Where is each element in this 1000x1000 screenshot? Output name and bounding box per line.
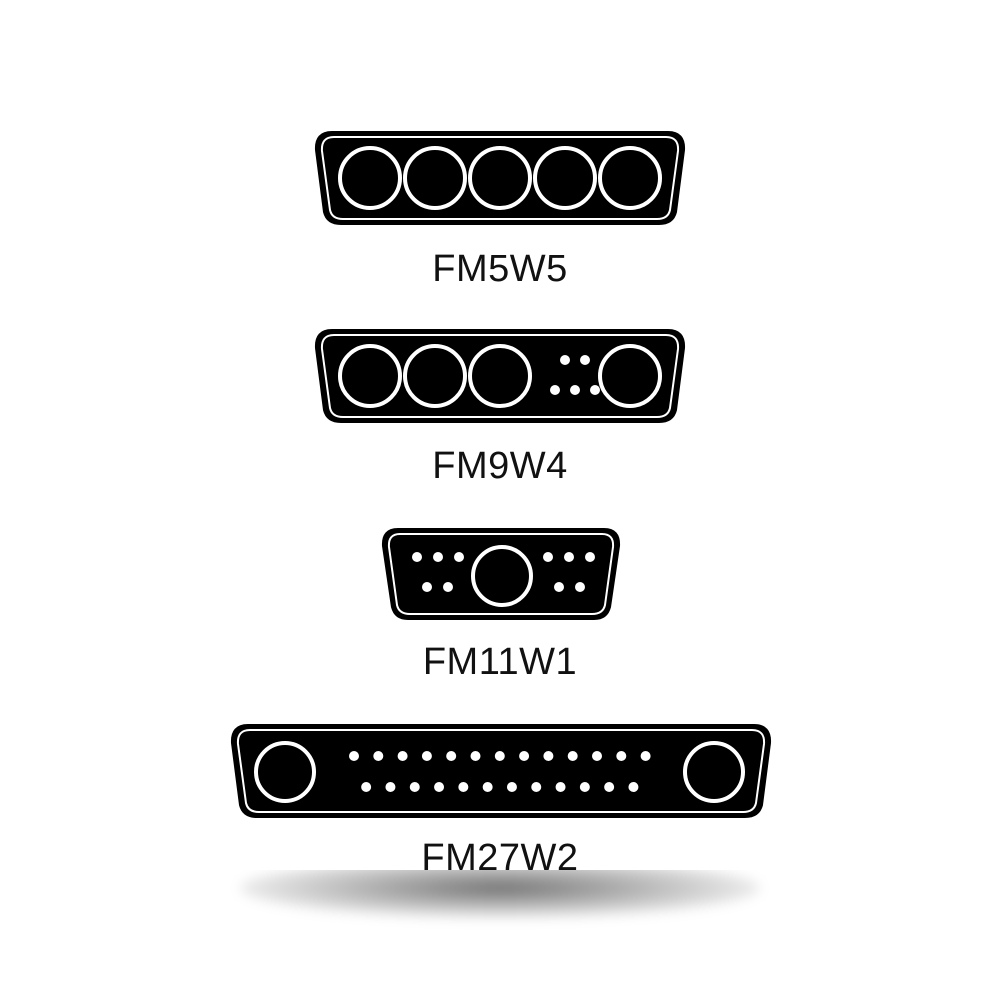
- connector-fm11w1: [381, 528, 621, 620]
- signal-pin: [570, 385, 580, 395]
- signal-pin: [494, 751, 505, 761]
- signal-pins: [349, 751, 651, 792]
- coax-contact-2: [403, 146, 467, 210]
- signal-pin: [550, 385, 560, 395]
- signal-pin: [592, 751, 602, 761]
- signal-pin: [446, 751, 457, 761]
- signal-pin: [580, 355, 590, 365]
- connector-fm27w2: [230, 724, 772, 818]
- coax-contact-1: [338, 146, 402, 210]
- signal-pin: [373, 751, 384, 761]
- coax-contact-2: [683, 741, 745, 803]
- signal-pin: [555, 782, 566, 792]
- connector-fm5w5: [314, 131, 686, 225]
- signal-pin: [590, 385, 600, 395]
- connector-label-fm11w1: FM11W1: [422, 641, 578, 683]
- coax-contact-3: [468, 344, 532, 408]
- signal-pin: [543, 552, 553, 562]
- coax-contact-3: [468, 146, 532, 210]
- signal-pin: [543, 751, 554, 761]
- signal-pin: [531, 782, 542, 792]
- signal-pin: [560, 355, 570, 365]
- connector-shell: [230, 724, 772, 818]
- coax-contact-1: [338, 344, 402, 408]
- coax-contact-5: [598, 146, 662, 210]
- signal-pin: [575, 582, 585, 592]
- connector-label-fm27w2: FM27W2: [421, 839, 579, 870]
- signal-pin: [397, 751, 408, 761]
- coax-contacts: [338, 146, 662, 210]
- signal-pins: [412, 552, 595, 592]
- coax-contact-4: [598, 344, 662, 408]
- signal-pin: [349, 751, 359, 761]
- signal-pin: [470, 751, 481, 761]
- signal-pin: [564, 552, 574, 562]
- signal-pin: [433, 552, 443, 562]
- signal-pin: [412, 552, 422, 562]
- signal-pin: [482, 782, 493, 792]
- coax-contact-4: [533, 146, 597, 210]
- signal-pin: [454, 552, 464, 562]
- coax-contact-2: [403, 344, 467, 408]
- signal-pin: [616, 751, 627, 761]
- signal-pin: [506, 782, 517, 792]
- connector-label-fm9w4: FM9W4: [432, 445, 568, 487]
- signal-pin: [567, 751, 578, 761]
- signal-pin: [443, 582, 453, 592]
- signal-pin: [361, 782, 372, 792]
- signal-pin: [409, 782, 420, 792]
- signal-pins: [550, 355, 600, 395]
- coax-contact-1: [471, 545, 533, 607]
- connector-fm9w4: [314, 329, 686, 423]
- coax-contacts: [338, 344, 662, 408]
- signal-pin: [579, 782, 590, 792]
- connector-label-fm5w5: FM5W5: [432, 248, 568, 290]
- signal-pin: [458, 782, 469, 792]
- signal-pin: [421, 751, 432, 761]
- signal-pin: [628, 782, 639, 792]
- signal-pin: [422, 582, 432, 592]
- signal-pin: [385, 782, 396, 792]
- coax-contact-1: [254, 741, 316, 803]
- signal-pin: [519, 751, 530, 761]
- signal-pin: [585, 552, 595, 562]
- signal-pin: [554, 582, 564, 592]
- signal-pin: [640, 751, 651, 761]
- signal-pin: [604, 782, 615, 792]
- signal-pin: [434, 782, 445, 792]
